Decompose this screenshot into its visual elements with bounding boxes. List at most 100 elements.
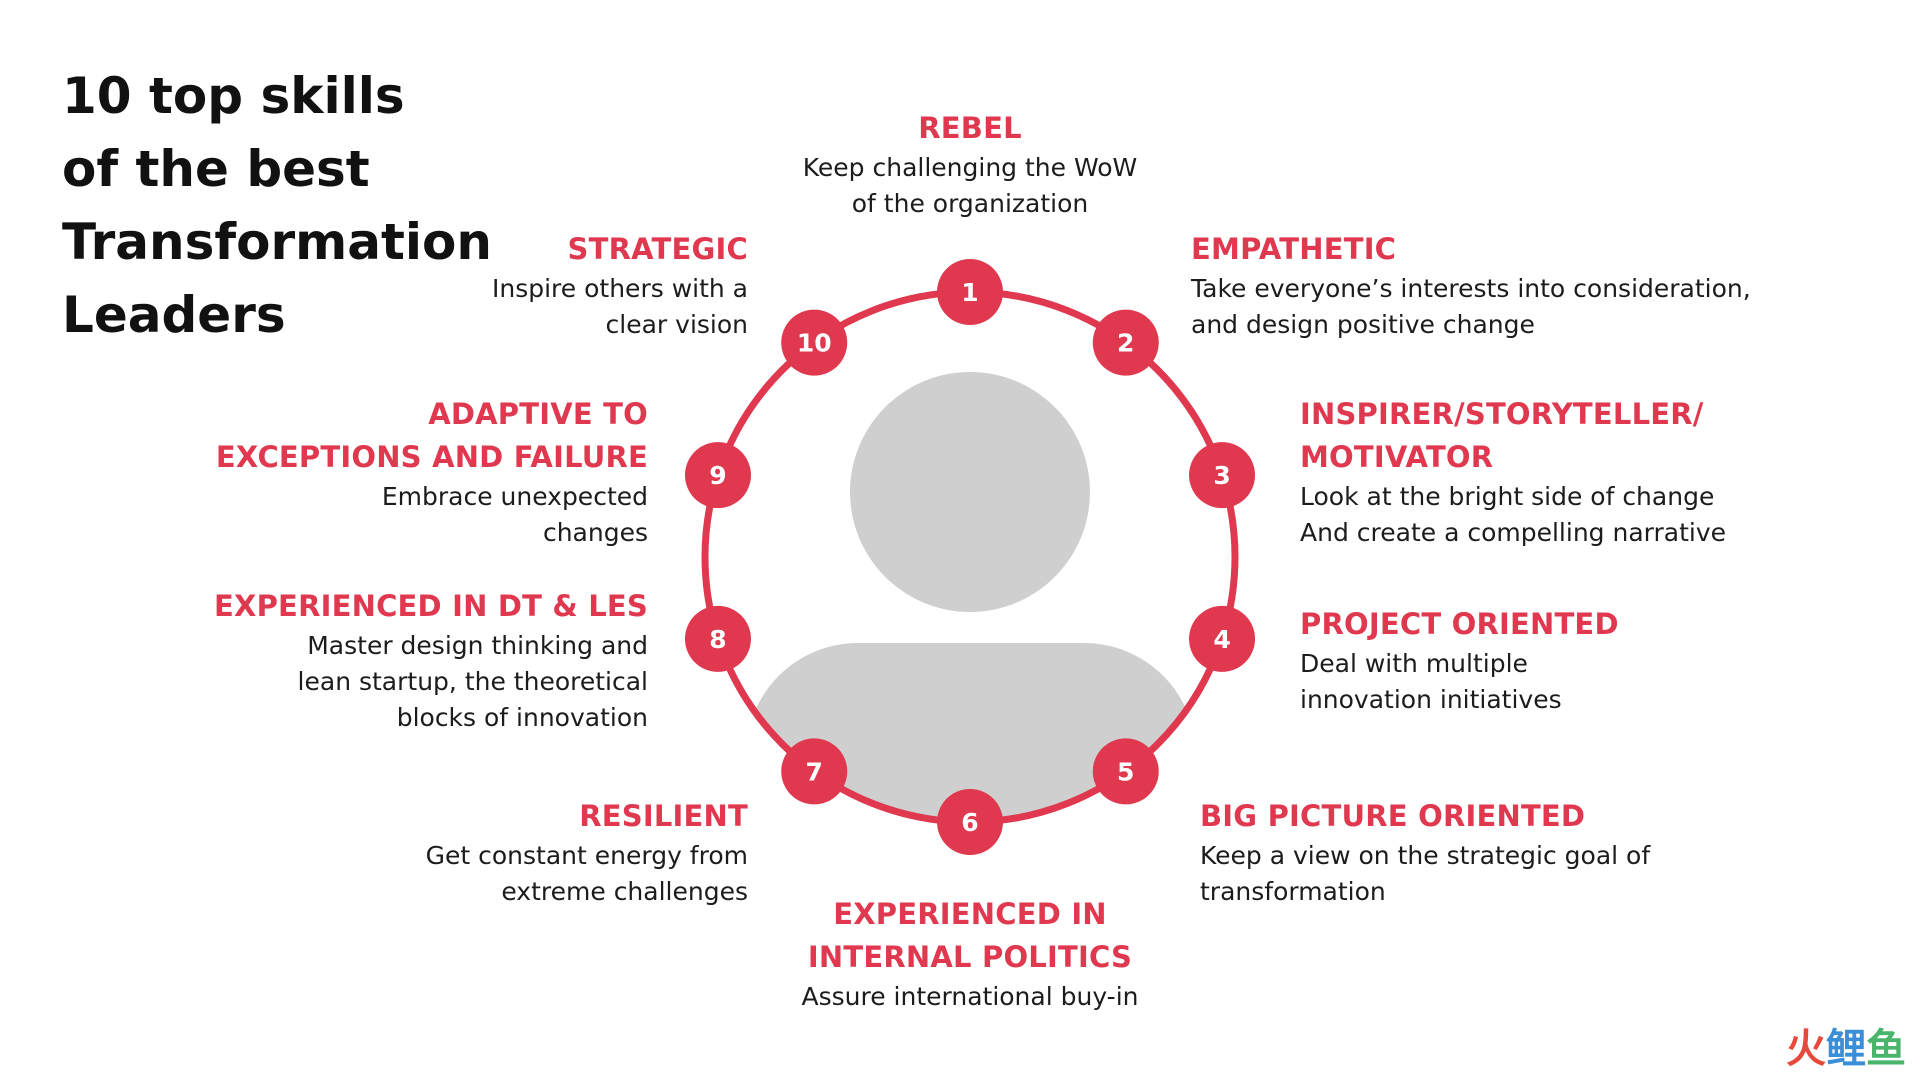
skill-node-6: 6 <box>937 789 1003 855</box>
skill-node-8: 8 <box>684 605 751 672</box>
skill-heading-line: INTERNAL POLITICS <box>807 940 1133 974</box>
skill-label-8: EXPERIENCED IN DT & LES Master design th… <box>108 585 648 736</box>
skill-node-2: 2 <box>1092 309 1159 376</box>
node-circle <box>937 789 1003 855</box>
node-number: 1 <box>961 278 978 307</box>
skill-description: Keep a view on the strategic goal of tra… <box>1200 838 1840 910</box>
skill-description: Assure international buy-in <box>710 979 1230 1015</box>
skill-desc-line: blocks of innovation <box>396 703 648 732</box>
skill-node-3: 3 <box>1189 442 1256 509</box>
skill-description: Take everyone’s interests into considera… <box>1191 271 1851 343</box>
skill-heading-line: MOTIVATOR <box>1300 440 1494 474</box>
watermark-char: 鲤 <box>1826 1026 1866 1072</box>
skill-heading: INSPIRER/STORYTELLER/ MOTIVATOR <box>1300 393 1900 479</box>
skill-label-6: EXPERIENCED IN INTERNAL POLITICS Assure … <box>710 893 1230 1015</box>
skill-label-10: STRATEGIC Inspire others with a clear vi… <box>248 228 748 343</box>
node-circle <box>1092 309 1159 376</box>
skill-node-4: 4 <box>1189 605 1256 672</box>
skill-node-9: 9 <box>684 442 751 509</box>
skill-desc-line: transformation <box>1200 877 1386 906</box>
skill-desc-line: Look at the bright side of change <box>1300 482 1715 511</box>
skill-desc-line: extreme challenges <box>501 877 748 906</box>
title-line: 10 top skills <box>62 67 405 125</box>
skill-heading: STRATEGIC <box>248 228 748 271</box>
skill-heading: PROJECT ORIENTED <box>1300 603 1900 646</box>
skill-desc-line: Keep a view on the strategic goal of <box>1200 841 1651 870</box>
skill-label-2: EMPATHETIC Take everyone’s interests int… <box>1191 228 1851 343</box>
skill-node-7: 7 <box>781 738 848 805</box>
skill-heading-line: ADAPTIVE TO <box>428 397 648 431</box>
skill-desc-line: lean startup, the theoretical <box>297 667 648 696</box>
node-circle <box>937 259 1003 325</box>
node-number: 5 <box>1117 757 1134 786</box>
skill-description: Inspire others with a clear vision <box>248 271 748 343</box>
watermark-char: 火 <box>1786 1026 1826 1072</box>
skill-label-7: RESILIENT Get constant energy from extre… <box>228 795 748 910</box>
page-title: 10 top skills of the best Transformation… <box>62 60 492 352</box>
skill-heading-line: STRATEGIC <box>567 232 748 266</box>
skill-heading-line: INSPIRER/STORYTELLER/ <box>1300 397 1704 431</box>
watermark-char: 鱼 <box>1866 1026 1906 1072</box>
skill-heading: EXPERIENCED IN DT & LES <box>108 585 648 628</box>
skill-description: Deal with multiple innovation initiative… <box>1300 646 1900 718</box>
skill-description: Keep challenging the WoW of the organiza… <box>710 150 1230 222</box>
skill-desc-line: innovation initiatives <box>1300 685 1562 714</box>
watermark-logo: 火鲤鱼 <box>1786 1024 1906 1074</box>
skill-heading: BIG PICTURE ORIENTED <box>1200 795 1840 838</box>
node-circle <box>781 309 848 376</box>
skill-node-5: 5 <box>1092 738 1159 805</box>
skill-label-4: PROJECT ORIENTED Deal with multiple inno… <box>1300 603 1900 718</box>
skill-desc-line: changes <box>542 518 648 547</box>
skill-desc-line: clear vision <box>605 310 748 339</box>
person-head-placeholder <box>850 372 1090 612</box>
skill-label-3: INSPIRER/STORYTELLER/ MOTIVATOR Look at … <box>1300 393 1900 551</box>
title-line: Leaders <box>62 286 286 344</box>
skill-desc-line: of the organization <box>851 189 1089 218</box>
title-line: Transformation <box>62 213 492 271</box>
skill-heading-line: RESILIENT <box>579 799 748 833</box>
node-number: 4 <box>1213 625 1230 654</box>
skill-description: Embrace unexpected changes <box>108 479 648 551</box>
node-number: 10 <box>797 329 832 358</box>
skill-heading-line: EXPERIENCED IN <box>833 897 1107 931</box>
node-circle <box>781 738 848 805</box>
node-circle <box>1092 738 1159 805</box>
node-number: 8 <box>709 625 726 654</box>
skill-heading: REBEL <box>710 107 1230 150</box>
skill-label-1: REBEL Keep challenging the WoW of the or… <box>710 107 1230 222</box>
node-circle <box>684 442 751 509</box>
node-circle <box>1189 605 1256 672</box>
skill-desc-line: Master design thinking and <box>307 631 648 660</box>
node-number: 7 <box>806 757 823 786</box>
skill-node-10: 10 <box>781 309 848 376</box>
node-number: 6 <box>961 808 978 837</box>
skill-label-5: BIG PICTURE ORIENTED Keep a view on the … <box>1200 795 1840 910</box>
node-number: 2 <box>1117 329 1134 358</box>
skill-heading: RESILIENT <box>228 795 748 838</box>
title-line: of the best <box>62 140 370 198</box>
skill-heading: EMPATHETIC <box>1191 228 1851 271</box>
node-number: 9 <box>709 461 726 490</box>
skill-desc-line: Deal with multiple <box>1300 649 1528 678</box>
skill-heading-line: EMPATHETIC <box>1191 232 1397 266</box>
skill-heading: EXPERIENCED IN INTERNAL POLITICS <box>710 893 1230 979</box>
skill-description: Get constant energy from extreme challen… <box>228 838 748 910</box>
node-circle <box>1189 442 1256 509</box>
skill-heading-line: PROJECT ORIENTED <box>1300 607 1619 641</box>
skill-heading-line: REBEL <box>918 111 1022 145</box>
skill-heading-line: BIG PICTURE ORIENTED <box>1200 799 1586 833</box>
node-number: 3 <box>1213 461 1230 490</box>
skill-description: Look at the bright side of change And cr… <box>1300 479 1900 551</box>
skill-desc-line: Assure international buy-in <box>801 982 1139 1011</box>
skill-desc-line: And create a compelling narrative <box>1300 518 1727 547</box>
skill-heading-line: EXPERIENCED IN DT & LES <box>214 589 648 623</box>
skill-description: Master design thinking and lean startup,… <box>108 628 648 736</box>
skill-label-9: ADAPTIVE TO EXCEPTIONS AND FAILURE Embra… <box>108 393 648 551</box>
skill-desc-line: Get constant energy from <box>425 841 748 870</box>
node-circle <box>684 605 751 672</box>
skill-desc-line: Take everyone’s interests into considera… <box>1191 274 1751 303</box>
skill-heading-line: EXCEPTIONS AND FAILURE <box>215 440 648 474</box>
skill-desc-line: Inspire others with a <box>492 274 748 303</box>
skill-desc-line: Embrace unexpected <box>381 482 648 511</box>
